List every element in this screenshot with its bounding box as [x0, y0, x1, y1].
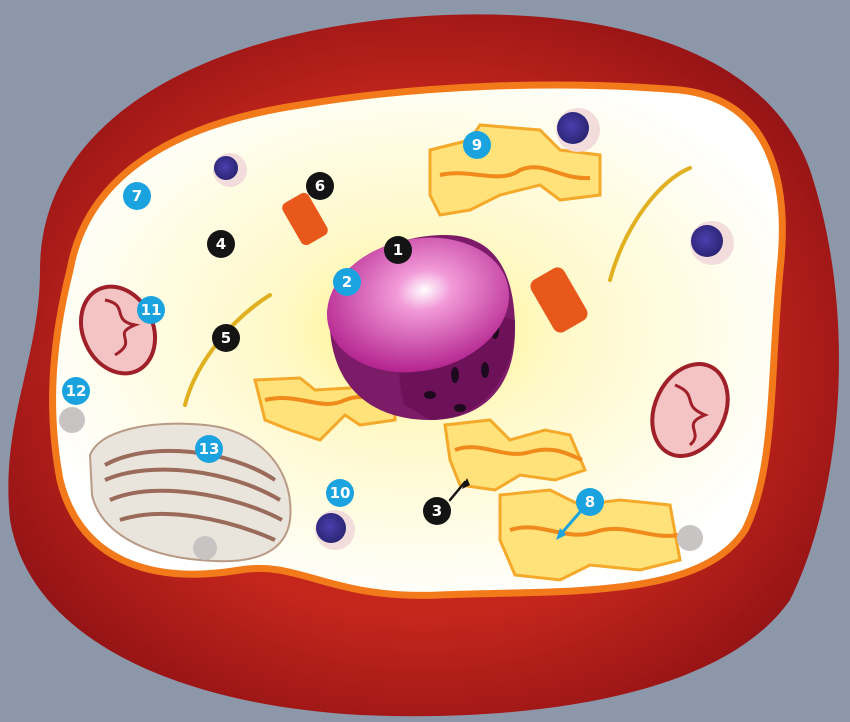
label-5: 5 — [221, 329, 231, 347]
label-10: 10 — [330, 484, 351, 502]
callout-n6: 6 — [306, 172, 334, 200]
callout-n11: 11 — [137, 296, 165, 324]
label-13: 13 — [199, 440, 220, 458]
label-12: 12 — [66, 382, 87, 400]
callout-n1: 1 — [384, 236, 412, 264]
label-2: 2 — [342, 273, 352, 291]
label-6: 6 — [315, 177, 325, 195]
label-9: 9 — [472, 136, 482, 154]
label-11: 11 — [141, 301, 162, 319]
callout-n2: 2 — [333, 268, 361, 296]
callout-n7: 7 — [123, 182, 151, 210]
callout-n5: 5 — [212, 324, 240, 352]
callout-n13: 13 — [195, 435, 223, 463]
label-7: 7 — [132, 187, 142, 205]
callout-n9: 9 — [463, 131, 491, 159]
callout-n4: 4 — [207, 230, 235, 258]
callout-n8: 8 — [576, 488, 604, 516]
label-8: 8 — [585, 493, 595, 511]
callout-n12: 12 — [62, 377, 90, 405]
label-1: 1 — [393, 241, 403, 259]
callout-n10: 10 — [326, 479, 354, 507]
label-3: 3 — [432, 502, 442, 520]
callout-n3: 3 — [423, 497, 451, 525]
label-4: 4 — [216, 235, 226, 253]
